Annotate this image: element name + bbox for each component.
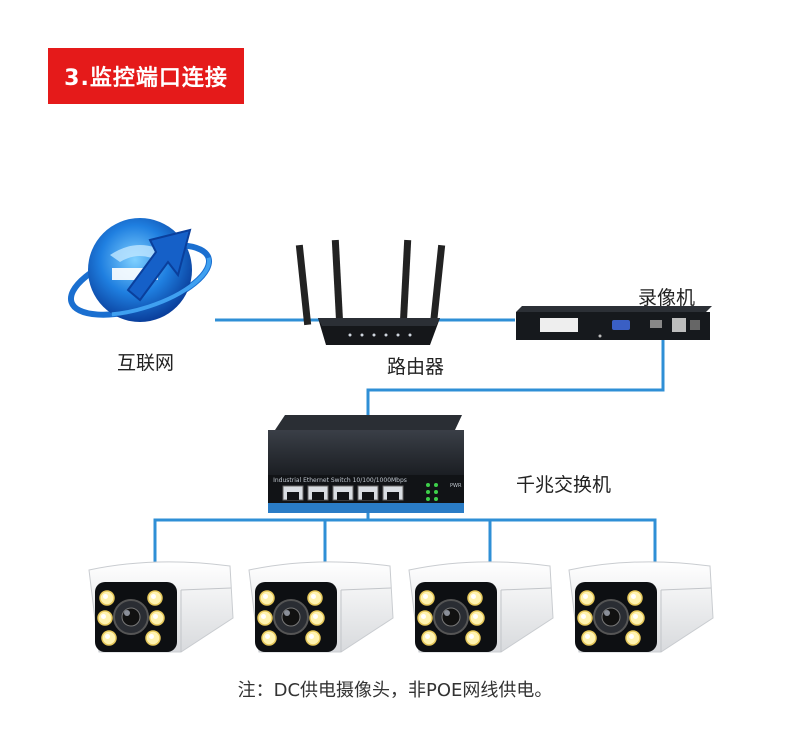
camera-icon bbox=[88, 561, 234, 653]
switch-leds bbox=[426, 483, 438, 501]
cable-switch-cameras bbox=[153, 505, 370, 565]
camera-icon bbox=[248, 561, 394, 653]
label-nvr: 录像机 bbox=[638, 287, 696, 309]
label-internet: 互联网 bbox=[117, 352, 175, 374]
cable-nvr-switch bbox=[366, 340, 665, 415]
section-title: 3.监控端口连接 bbox=[48, 48, 244, 104]
label-switch: 千兆交换机 bbox=[516, 474, 612, 496]
camera-icon bbox=[568, 561, 714, 653]
nvr-icon bbox=[516, 306, 712, 340]
internet-globe-icon bbox=[67, 218, 213, 322]
cameras bbox=[88, 561, 714, 653]
router-icon bbox=[295, 239, 446, 345]
cable-switch-cameras-right bbox=[368, 518, 657, 565]
camera-icon bbox=[408, 561, 554, 653]
switch-icon: Industrial Ethernet Switch 10/100/1000Mb… bbox=[268, 415, 464, 513]
footnote: 注：DC供电摄像头，非POE网线供电。 bbox=[237, 680, 553, 701]
switch-panel-text: Industrial Ethernet Switch 10/100/1000Mb… bbox=[273, 477, 407, 484]
switch-pwr-label: PWR bbox=[450, 483, 462, 489]
label-router: 路由器 bbox=[387, 356, 445, 378]
